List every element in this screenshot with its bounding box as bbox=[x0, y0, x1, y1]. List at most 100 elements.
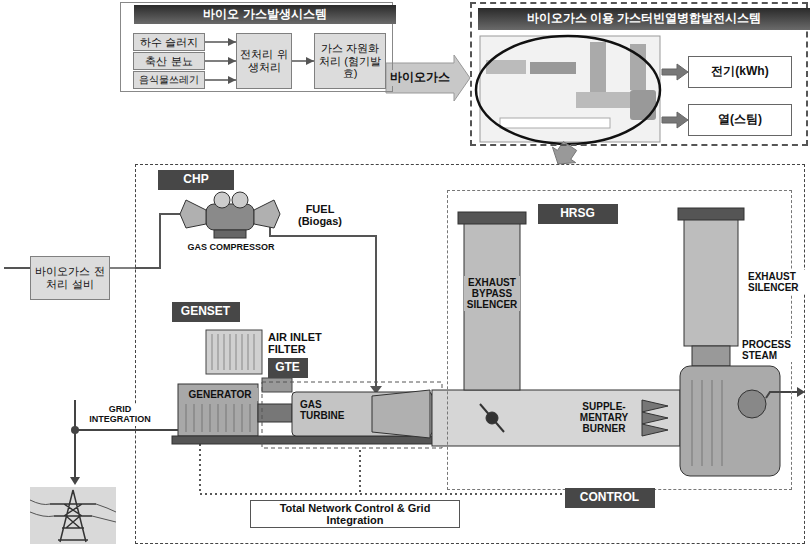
section-tab: GENSET bbox=[172, 302, 240, 322]
steam-pipe bbox=[766, 387, 805, 398]
grid-line bbox=[70, 400, 178, 485]
section-tab: CONTROL bbox=[565, 488, 655, 508]
power-tower bbox=[30, 500, 116, 522]
part-label: EXHAUST SILENCER bbox=[746, 270, 806, 294]
grid-line bbox=[71, 426, 79, 434]
output-box: 열(스팀) bbox=[688, 104, 792, 136]
part-label: GRID INTEGRATION bbox=[86, 404, 154, 426]
system-group: 바이오 가스발생시스템하수 슬러지축산 분뇨음식물쓰레기 전처리 위생처리 가스 자… bbox=[120, 2, 393, 92]
power-tower bbox=[30, 487, 116, 544]
hrsg-duct bbox=[642, 424, 668, 436]
power-tower bbox=[50, 490, 96, 542]
arrow-head bbox=[228, 57, 236, 65]
generator bbox=[258, 404, 292, 422]
block-arrow bbox=[386, 55, 470, 101]
node-text: 전기(kWh) bbox=[711, 65, 768, 79]
exhaust-stack bbox=[684, 218, 738, 346]
connector-line bbox=[110, 267, 135, 269]
hrsg-duct bbox=[458, 212, 526, 224]
arrow-head bbox=[228, 38, 236, 46]
system-thumbnail bbox=[530, 62, 576, 74]
arrow-head bbox=[306, 57, 314, 65]
part-label: PROCESS STEAM bbox=[740, 338, 804, 362]
section-header: 바이오가스 이용 가스터빈열병합발전시스템 bbox=[478, 8, 810, 30]
exhaust-stack bbox=[680, 366, 780, 476]
node-text: 전처리 위생처리 bbox=[240, 48, 288, 73]
node-text: 축산 분뇨 bbox=[145, 55, 192, 68]
connector bbox=[292, 57, 314, 65]
hrsg-duct bbox=[432, 390, 680, 446]
grid-line bbox=[70, 477, 80, 485]
grid-line bbox=[75, 429, 178, 431]
connector bbox=[205, 76, 236, 84]
part-label: GENERATOR bbox=[182, 388, 258, 401]
gas-turbine bbox=[262, 382, 442, 448]
exhaust-stack bbox=[692, 346, 730, 366]
source-box: 축산 분뇨 bbox=[133, 52, 205, 70]
generator bbox=[172, 384, 444, 444]
exhaust-stack bbox=[678, 208, 744, 220]
connector bbox=[205, 57, 236, 65]
gas-compressor bbox=[214, 192, 230, 208]
node-text: 음식물쓰레기 bbox=[139, 74, 199, 85]
connector bbox=[662, 64, 688, 80]
gas-turbine bbox=[262, 382, 442, 448]
gas-compressor bbox=[232, 192, 248, 208]
control-line bbox=[200, 444, 565, 494]
node-text: GENSET bbox=[181, 305, 230, 319]
generator bbox=[186, 404, 250, 432]
source-box: 음식물쓰레기 bbox=[133, 71, 205, 89]
equipment-box: 바이오가스 전처리 설비 bbox=[30, 256, 110, 300]
air-inlet-filter bbox=[212, 334, 254, 370]
output-box: 전기(kWh) bbox=[688, 56, 792, 88]
process-box: 가스 자원화 처리 (혐기발효) bbox=[314, 33, 386, 89]
power-tower bbox=[30, 487, 116, 544]
exhaust-stack bbox=[692, 380, 722, 466]
gas-compressor bbox=[180, 200, 206, 228]
part-label: EXHAUST BYPASS SILENCER bbox=[464, 276, 520, 311]
air-inlet-filter bbox=[262, 378, 292, 392]
arrow-head bbox=[228, 76, 236, 84]
part-label: SUPPLE- MENTARY BURNER bbox=[572, 400, 636, 435]
part-label: GAS TURBINE bbox=[298, 398, 360, 422]
gas-compressor bbox=[206, 204, 254, 230]
section-tab: GTE bbox=[268, 358, 308, 378]
block-arrow bbox=[662, 112, 688, 128]
block-arrow bbox=[662, 64, 688, 80]
steam-pipe bbox=[797, 387, 805, 397]
part-label: FUEL (Biogas) bbox=[292, 202, 348, 228]
gas-pipe bbox=[4, 267, 30, 269]
system-thumbnail bbox=[486, 60, 526, 74]
section-header: 바이오 가스발생시스템 bbox=[134, 5, 396, 24]
hrsg-duct bbox=[642, 412, 668, 424]
chp-region: CHP HRSG GENSET GTE CONTROL bbox=[135, 164, 805, 544]
connector bbox=[110, 268, 135, 269]
section-header: CHP bbox=[158, 170, 234, 190]
gas-compressor bbox=[180, 192, 280, 238]
node-text: 바이오가스 전처리 설비 bbox=[34, 265, 106, 290]
air-inlet-filter bbox=[206, 330, 262, 374]
hrsg-duct bbox=[642, 400, 668, 412]
gas-turbine bbox=[372, 390, 430, 438]
system-group: 바이오가스 이용 가스터빈열병합발전시스템전기(kWh) 열(스팀) bbox=[470, 2, 808, 146]
hrsg-duct bbox=[464, 222, 520, 390]
connector bbox=[662, 112, 688, 128]
node-text: 가스 자원화 처리 (혐기발효) bbox=[318, 42, 382, 80]
part-label: AIR INLET FILTER bbox=[266, 330, 338, 356]
connector bbox=[205, 38, 236, 46]
exhaust-stack bbox=[738, 390, 766, 418]
grid-line bbox=[74, 400, 76, 478]
section-header: HRSG bbox=[538, 204, 618, 224]
gas-compressor bbox=[214, 230, 246, 238]
edge-label: 바이오가스 bbox=[388, 70, 452, 85]
hrsg-duct bbox=[480, 404, 504, 432]
hrsg-duct bbox=[432, 212, 680, 446]
gas-compressor bbox=[254, 200, 280, 228]
source-box: 하수 슬러지 bbox=[133, 33, 205, 51]
node-text: 열(스팀) bbox=[718, 113, 762, 127]
gas-pipe bbox=[135, 214, 180, 268]
system-thumbnail bbox=[500, 118, 610, 128]
control-line bbox=[200, 444, 565, 494]
system-thumbnail bbox=[476, 36, 660, 144]
system-thumbnail bbox=[630, 90, 656, 120]
